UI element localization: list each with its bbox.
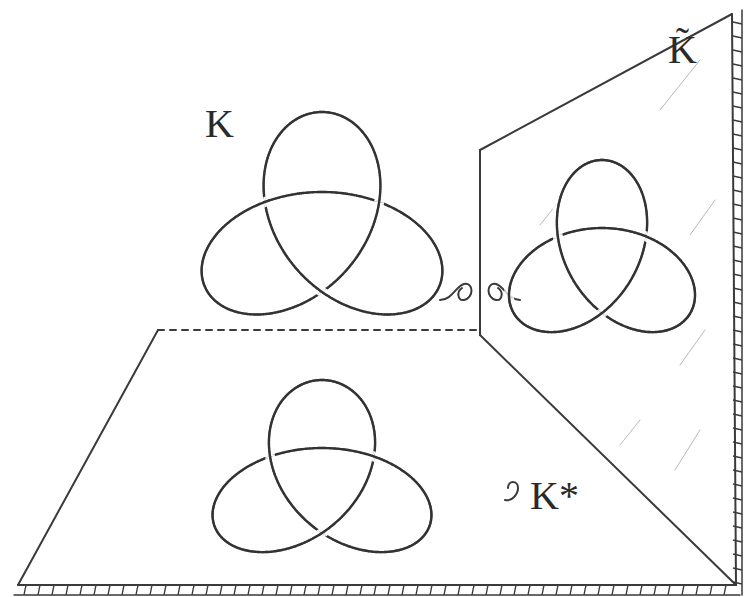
curl-floor-image <box>505 482 518 500</box>
mirror-right-rim <box>741 10 743 595</box>
knot-k <box>202 112 443 314</box>
knot-label: K* <box>530 476 579 516</box>
knot-mirror-image <box>509 160 695 332</box>
floor-edge <box>18 330 158 585</box>
knot-label: K̃ <box>668 30 697 70</box>
floor-back-edge <box>158 329 478 331</box>
curl <box>440 284 472 300</box>
mirror-right-edge <box>732 14 736 585</box>
curl-image <box>489 284 521 300</box>
mirror-top-edge <box>480 14 732 150</box>
knot-floor-image <box>213 380 432 552</box>
trefoil-knots <box>202 112 695 552</box>
mirror-floor-edge <box>480 335 736 585</box>
ruler-ticks <box>24 22 742 595</box>
knot-label: K <box>205 104 234 144</box>
floor-front-rim <box>14 594 740 596</box>
mirror-edge <box>479 150 481 335</box>
